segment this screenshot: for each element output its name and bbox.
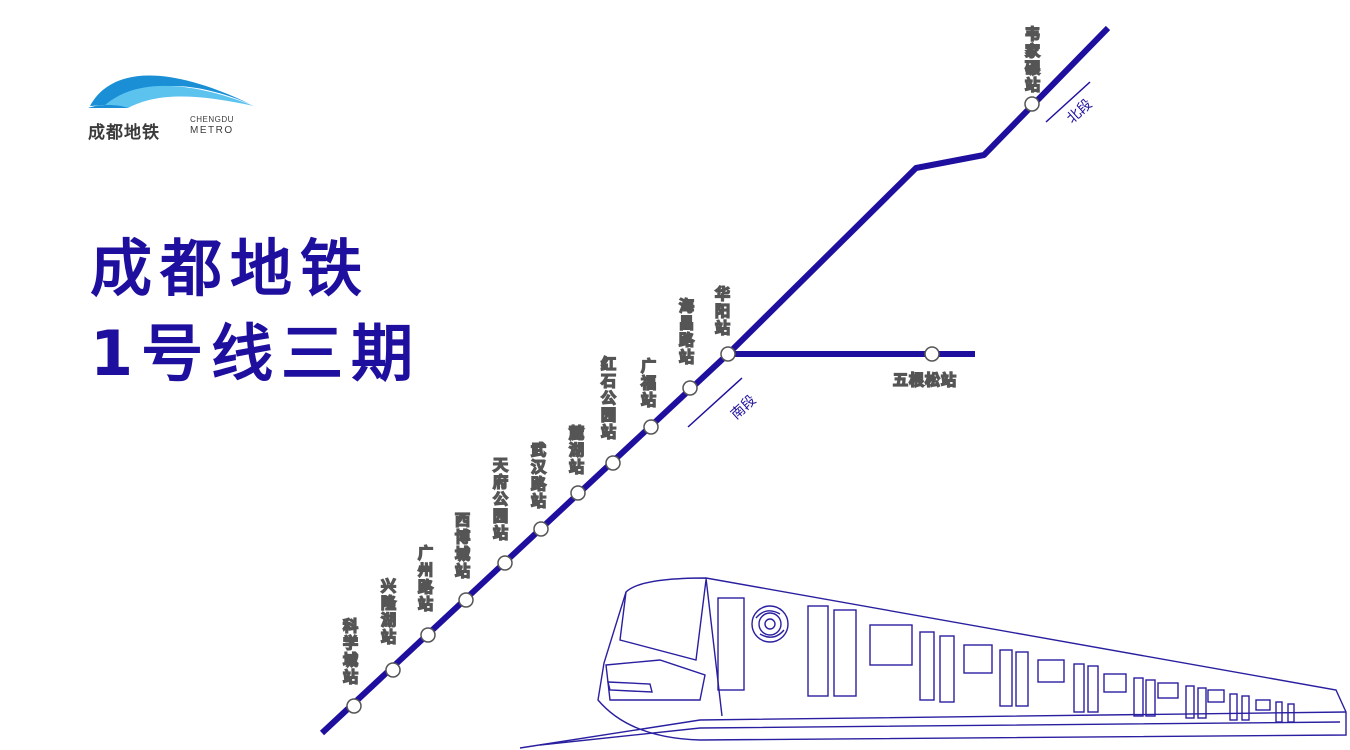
label-haichanglu: 海昌路站 <box>677 297 695 366</box>
logo: 成都地铁 CHENGDU METRO <box>88 64 258 143</box>
train-window <box>1037 659 1065 683</box>
label-hongshigongyuan: 红石公园站 <box>599 355 617 441</box>
segment-south-tick <box>687 377 743 428</box>
station-weijianian[interactable] <box>1024 96 1040 112</box>
station-tianfugongyuan[interactable] <box>497 555 513 571</box>
line-1-phase-3 <box>319 25 1111 736</box>
train-door <box>717 597 745 691</box>
train-headlight <box>607 681 653 693</box>
label-tianfugongyuan: 天府公园站 <box>491 457 509 542</box>
train-window <box>1255 699 1271 711</box>
train-body-outline <box>597 577 1347 741</box>
train-door <box>1073 663 1085 713</box>
label-luhu: 麓湖站 <box>567 424 585 476</box>
label-weijianian: 韦家碾站 <box>1023 25 1041 94</box>
train-front-panel <box>605 659 706 701</box>
station-guangzhoulu[interactable] <box>420 627 436 643</box>
station-xinglonghu[interactable] <box>385 662 401 678</box>
train-skirt-line-2 <box>539 721 1341 746</box>
segment-south-label: 南段 <box>728 392 760 423</box>
train-door <box>807 605 829 697</box>
label-guangzhoulu: 广州路站 <box>416 544 434 613</box>
wave-icon <box>88 75 254 108</box>
label-wuhanlu: 武汉路站 <box>529 441 547 510</box>
station-huayang[interactable] <box>720 346 736 362</box>
page-title: 成都地铁 <box>90 232 371 305</box>
stations <box>346 96 1040 714</box>
train-door <box>1275 701 1283 723</box>
label-xinglonghu: 兴隆湖站 <box>379 578 397 646</box>
train-door <box>833 609 857 697</box>
train-roof-line <box>705 577 723 717</box>
train-windshield <box>619 579 707 661</box>
label-kexuecheng: 科学城站 <box>341 617 359 686</box>
station-wugensong[interactable] <box>924 346 940 362</box>
main-line-track <box>319 25 1111 736</box>
segment-north-tick <box>1045 81 1091 123</box>
logo-name-en-bottom: METRO <box>190 125 234 136</box>
swirl-emblem-icon <box>751 605 789 643</box>
logo-wave-base <box>88 105 128 108</box>
station-guangfu[interactable] <box>643 419 659 435</box>
train-window <box>963 644 993 674</box>
metro-train-icon <box>519 577 1347 749</box>
label-wugensong: 五根松站 <box>893 371 957 389</box>
logo-wave-dark <box>90 75 250 106</box>
train-door <box>1087 665 1099 713</box>
station-hongshigongyuan[interactable] <box>605 455 621 471</box>
train-window <box>1103 673 1127 693</box>
train-window <box>1207 689 1225 703</box>
segment-north-marker: 北段 <box>1045 81 1095 127</box>
train-door <box>1133 677 1144 717</box>
train-door <box>919 631 935 701</box>
train-door <box>1185 685 1195 719</box>
page-subtitle: 1号线三期 <box>90 317 422 390</box>
train-door <box>1229 693 1238 721</box>
train-skirt-line <box>519 711 1347 749</box>
train-window <box>869 624 913 666</box>
train-door <box>1197 687 1207 719</box>
train-door <box>1241 695 1250 721</box>
train-door <box>939 635 955 703</box>
station-luhu[interactable] <box>570 485 586 501</box>
logo-wave-light <box>102 85 254 108</box>
station-labels: 韦家碾站 华阳站 海昌路站 广福站 红石公园站 麓湖站 武汉路站 天府公园站 西… <box>340 24 1042 686</box>
label-xibocheng: 西博城站 <box>453 512 471 580</box>
train-door <box>1287 703 1295 723</box>
train-window <box>1157 682 1179 699</box>
label-huayang: 华阳站 <box>713 285 731 337</box>
train-door <box>1015 651 1029 707</box>
logo-name-cn: 成都地铁 <box>88 123 160 143</box>
logo-name-en-top: CHENGDU <box>190 115 234 124</box>
station-xibocheng[interactable] <box>458 592 474 608</box>
train-door <box>1145 679 1156 717</box>
station-wuhanlu[interactable] <box>533 521 549 537</box>
train-door <box>999 649 1013 707</box>
station-haichanglu[interactable] <box>682 380 698 396</box>
station-kexuecheng[interactable] <box>346 698 362 714</box>
label-guangfu: 广福站 <box>639 357 657 409</box>
